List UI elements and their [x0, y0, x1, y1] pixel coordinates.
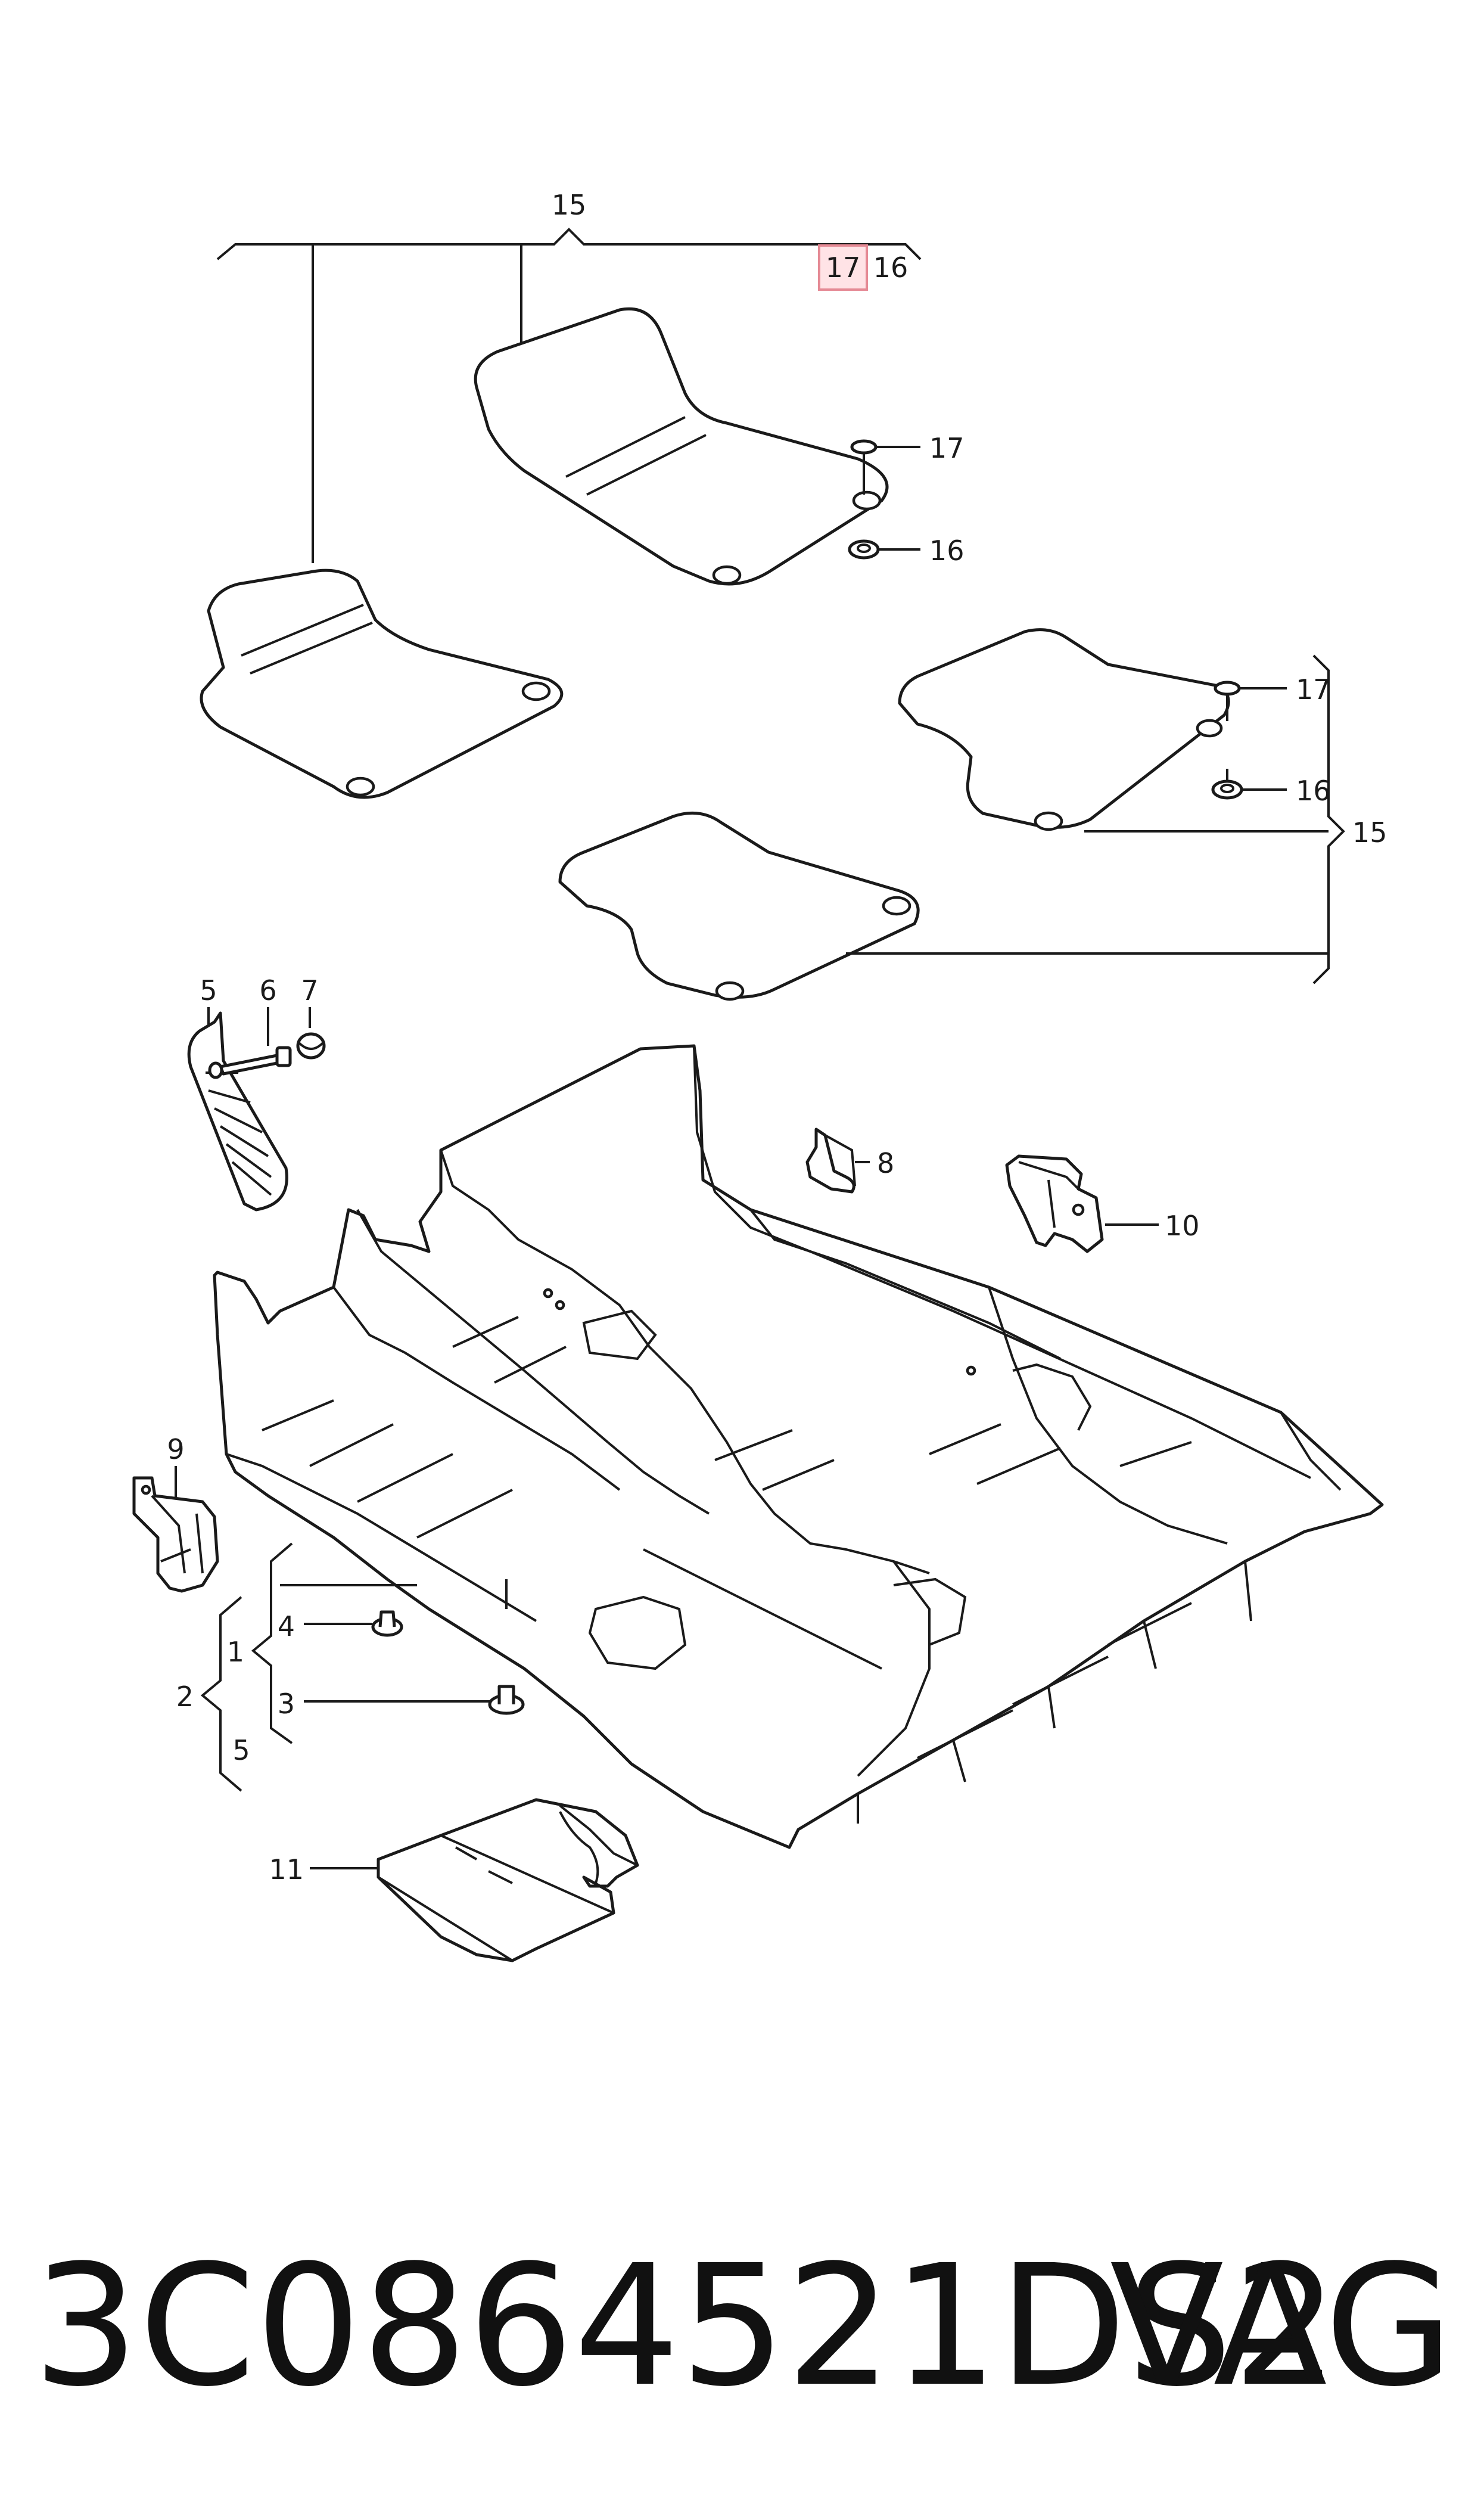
callout-17-top: 17 [826, 251, 861, 284]
callout-9: 9 [167, 1433, 184, 1465]
bolt-6 [208, 1046, 292, 1079]
callout-8: 8 [877, 1147, 894, 1179]
floor-carpet [213, 1044, 1384, 1849]
fastener-4 [304, 1610, 403, 1637]
callout-2: 2 [176, 1681, 194, 1713]
front-right-mat [200, 569, 564, 799]
brand-label: VAG [1110, 2229, 1454, 2424]
rear-left-mat [558, 811, 920, 1001]
callout-17-a: 17 [929, 432, 965, 464]
bracket-1 [251, 1542, 417, 1744]
callout-5: 5 [200, 974, 217, 1007]
callout-5-bracket: 5 [232, 1734, 250, 1766]
callout-3: 3 [278, 1688, 295, 1720]
bracket-10 [1005, 1154, 1159, 1253]
fastener-3 [304, 1685, 525, 1715]
highlight-box [818, 244, 868, 291]
part-number: 3C0864521DS2 [33, 2229, 1339, 2424]
bracket-2 [200, 1596, 242, 1792]
fastener-17-lower [1214, 681, 1287, 721]
side-trim-5 [187, 1011, 288, 1212]
callout-11: 11 [269, 1853, 304, 1886]
callout-10: 10 [1165, 1210, 1200, 1242]
fastener-17-upper [850, 439, 920, 495]
fastener-16-lower [1211, 769, 1287, 800]
callout-16-a: 16 [929, 535, 965, 567]
clip-8 [805, 1128, 870, 1194]
front-left-mat [474, 307, 889, 586]
callout-16-b: 16 [1296, 775, 1331, 807]
callout-1: 1 [227, 1636, 244, 1668]
callout-7: 7 [301, 974, 318, 1007]
bracket-9 [132, 1476, 219, 1593]
right-bracket [846, 654, 1345, 984]
clip-7 [296, 1032, 326, 1060]
callout-17-b: 17 [1296, 673, 1331, 706]
callout-15-top: 15 [552, 189, 587, 221]
rear-right-mat [898, 628, 1230, 831]
callout-6: 6 [259, 974, 276, 1007]
callout-15-right: 15 [1352, 816, 1387, 849]
top-bracket [216, 228, 922, 563]
callout-16-top: 16 [873, 251, 909, 284]
fastener-16-upper [848, 539, 920, 560]
insulation-11 [310, 1798, 639, 1962]
callout-4: 4 [278, 1610, 295, 1642]
